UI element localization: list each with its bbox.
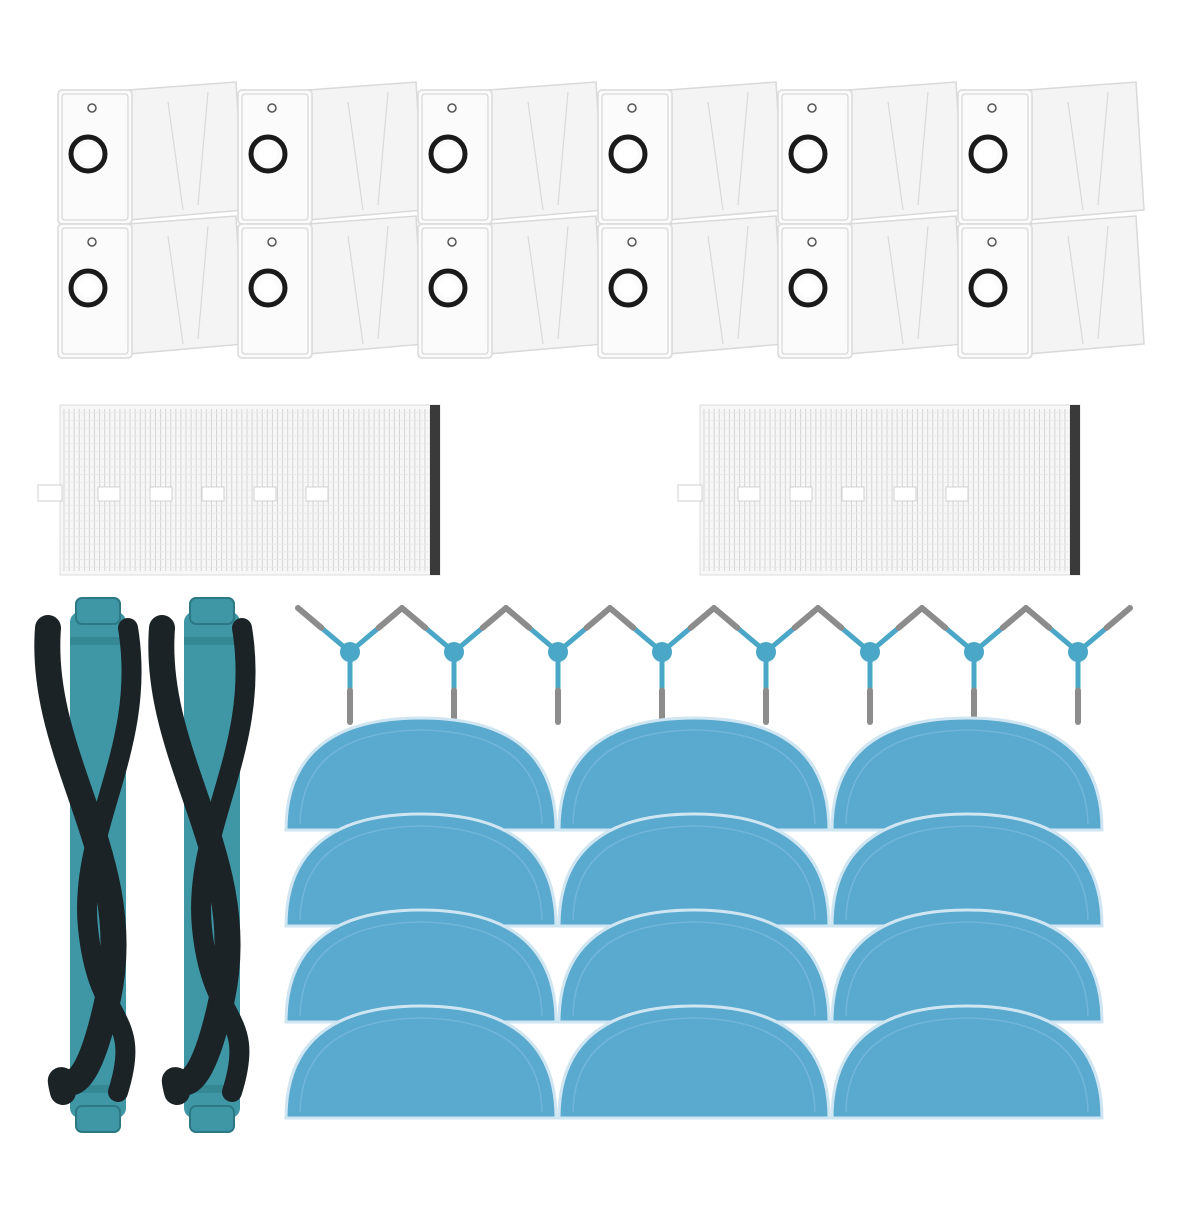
bag-ring — [788, 134, 828, 174]
dust-bag — [597, 215, 785, 359]
side-brush — [295, 605, 405, 725]
side-brush-hub — [860, 642, 880, 662]
bag-ring — [608, 134, 648, 174]
bristle-strip — [34, 615, 127, 1105]
side-brush-hub — [340, 642, 360, 662]
bag-ring — [68, 134, 108, 174]
bristle-strip — [191, 618, 256, 1102]
main-roller-brush — [148, 597, 256, 1133]
mop-pad — [830, 908, 1104, 1024]
bag-ring — [248, 268, 288, 308]
dust-bag — [777, 81, 965, 225]
side-brush-hub — [1068, 642, 1088, 662]
dust-bag — [417, 81, 605, 225]
bag-ring — [968, 268, 1008, 308]
bag-ring — [428, 134, 468, 174]
mop-pad — [284, 908, 558, 1024]
hepa-filter — [677, 404, 1081, 576]
bristle-strip — [148, 615, 241, 1105]
filter-pull-tab — [677, 484, 703, 502]
side-brush-hub — [444, 642, 464, 662]
main-roller-brush — [34, 597, 142, 1133]
side-brush — [711, 605, 821, 725]
bag-ring — [248, 134, 288, 174]
dust-bag — [597, 81, 785, 225]
dust-bag — [777, 215, 965, 359]
bag-ring — [608, 268, 648, 308]
mop-pad — [557, 1004, 831, 1120]
side-brush-hub — [652, 642, 672, 662]
dust-bag — [417, 215, 605, 359]
side-brush-hub — [548, 642, 568, 662]
mop-pad — [830, 812, 1104, 928]
mop-pad — [284, 716, 558, 832]
dust-bag — [57, 215, 245, 359]
mop-pad — [830, 1004, 1104, 1120]
dust-bag — [957, 81, 1145, 225]
side-brush — [607, 605, 717, 725]
side-brush — [399, 605, 509, 725]
mop-pad — [284, 812, 558, 928]
filter-pull-tab — [37, 484, 63, 502]
bag-ring — [788, 268, 828, 308]
bag-ring — [428, 268, 468, 308]
dust-bag — [237, 215, 425, 359]
dust-bag — [957, 215, 1145, 359]
side-brush — [815, 605, 925, 725]
mop-pad — [557, 716, 831, 832]
mop-pad — [557, 908, 831, 1024]
side-brush — [1023, 605, 1133, 725]
bag-ring — [968, 134, 1008, 174]
side-brush-hub — [964, 642, 984, 662]
bag-ring — [68, 268, 108, 308]
side-brush — [503, 605, 613, 725]
mop-pad — [557, 812, 831, 928]
mop-pad — [830, 716, 1104, 832]
dust-bag — [237, 81, 425, 225]
side-brush — [919, 605, 1029, 725]
mop-pad — [284, 1004, 558, 1120]
side-brush-hub — [756, 642, 776, 662]
filter-seal-strip — [1070, 405, 1080, 575]
filter-seal-strip — [430, 405, 440, 575]
dust-bag — [57, 81, 245, 225]
hepa-filter — [37, 404, 441, 576]
bristle-strip — [77, 618, 142, 1102]
